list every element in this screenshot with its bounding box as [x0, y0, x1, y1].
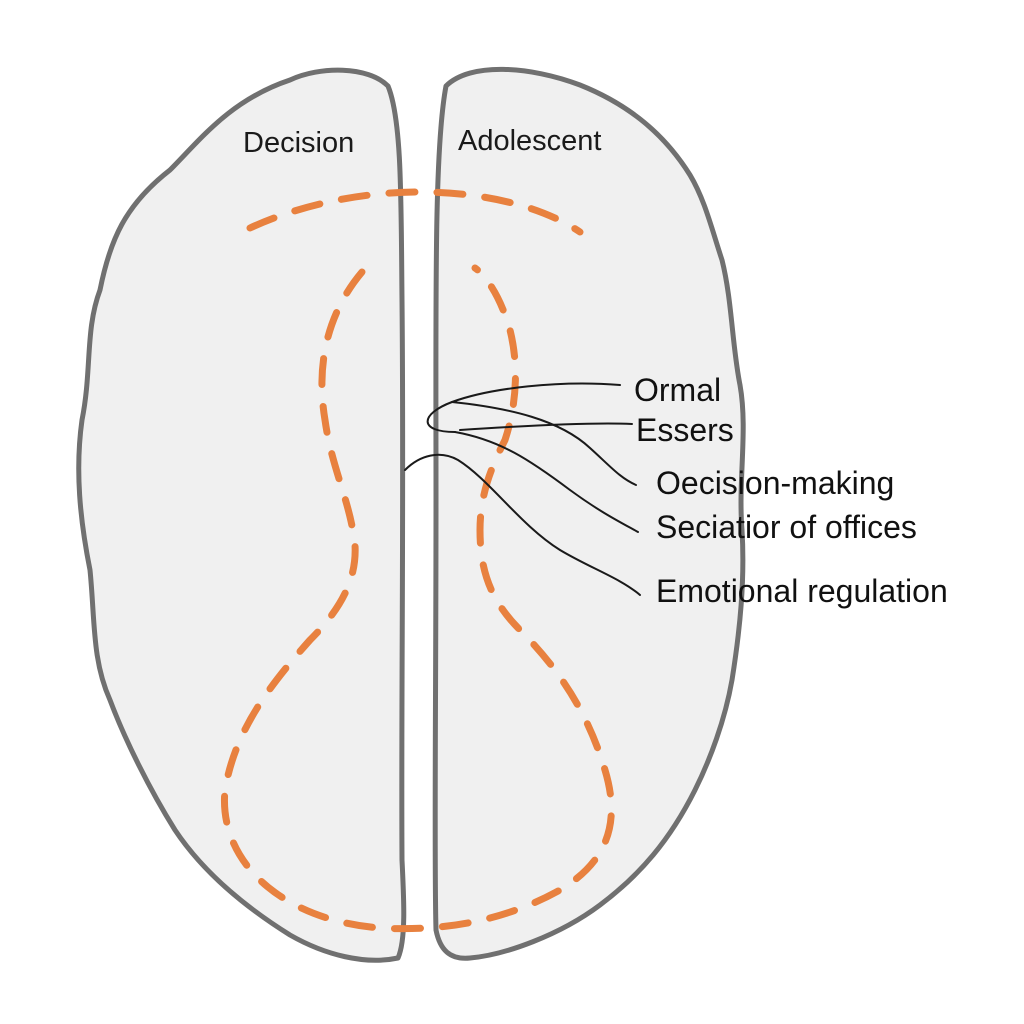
leader-line-seciatior [454, 431, 639, 533]
callout-essers: Essers [636, 412, 734, 448]
leader-line-emotional-regulation [404, 453, 641, 596]
left-hemisphere [76, 67, 407, 963]
left-hemisphere-label: Decision [243, 127, 354, 159]
region-outline [220, 188, 615, 933]
right-hemisphere [432, 66, 746, 961]
callout-seciatior-of-offices: Seciatior of offices [656, 509, 917, 545]
callout-emotional-regulation: Emotional regulation [656, 573, 948, 609]
leader-line-ormal [426, 382, 621, 433]
callout-ormal: Ormal [634, 372, 721, 408]
right-hemisphere-label: Adolescent [458, 125, 602, 157]
callout-decision-making: Oecision-making [656, 465, 894, 501]
leader-line-decision-making [451, 401, 637, 486]
